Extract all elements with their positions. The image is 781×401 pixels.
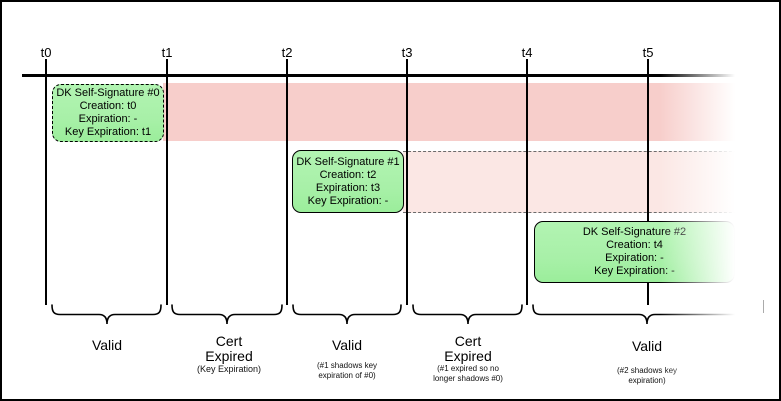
period-label-valid-3: Valid <box>631 338 663 354</box>
tick-label-t0: t0 <box>40 45 52 60</box>
signature-title: DK Self-Signature #1 <box>296 155 400 168</box>
period-sub-cert-expired-2: (#1 expired so no longer shadows #0) <box>433 364 503 383</box>
brace-valid-1 <box>51 304 162 325</box>
tick-label-t5: t5 <box>642 45 654 60</box>
signature-expiration: Expiration: t3 <box>315 181 381 194</box>
brace-valid-3 <box>532 304 761 325</box>
key-expired-band <box>163 83 737 141</box>
signature-box-2: DK Self-Signature #2 Creation: t4 Expira… <box>534 221 735 283</box>
brace-valid-2 <box>292 304 402 325</box>
tick-label-t2: t2 <box>281 45 293 60</box>
period-sub-valid-2: (#1 shadows key expiration of #0) <box>316 361 378 380</box>
signature-title: DK Self-Signature #0 <box>56 87 160 99</box>
tick-label-t4: t4 <box>521 45 533 60</box>
period-sub-cert-expired-1: (Key Expiration) <box>196 364 262 374</box>
signature-expiration: Expiration: - <box>605 252 664 264</box>
signature-key-expiration: Key Expiration: - <box>307 194 389 207</box>
tick-label-t3: t3 <box>401 45 413 60</box>
signature-creation: Creation: t0 <box>79 100 137 112</box>
signature-creation: Creation: t2 <box>319 168 377 181</box>
brace-cert-expired-2 <box>412 304 523 325</box>
period-label-cert-expired-1: Cert Expired <box>205 333 253 364</box>
signature-creation: Creation: t4 <box>606 239 663 251</box>
signature-key-expiration: Key Expiration: t1 <box>64 126 152 138</box>
faded-tick-mark <box>763 300 764 313</box>
period-sub-valid-3: (#2 shadows key expiration) <box>616 366 678 385</box>
signature-box-1: DK Self-Signature #1 Creation: t2 Expira… <box>292 150 404 213</box>
tick-label-t1: t1 <box>161 45 173 60</box>
signature-box-0: DK Self-Signature #0 Creation: t0 Expira… <box>52 84 164 142</box>
signature-key-expiration: Key Expiration: - <box>594 265 675 277</box>
signature-title: DK Self-Signature #2 <box>582 226 687 238</box>
signature-expiration: Expiration: - <box>78 113 138 125</box>
brace-cert-expired-1 <box>171 304 283 325</box>
period-label-valid-1: Valid <box>91 337 123 353</box>
period-label-valid-2: Valid <box>331 337 363 353</box>
period-label-cert-expired-2: Cert Expired <box>444 333 492 364</box>
